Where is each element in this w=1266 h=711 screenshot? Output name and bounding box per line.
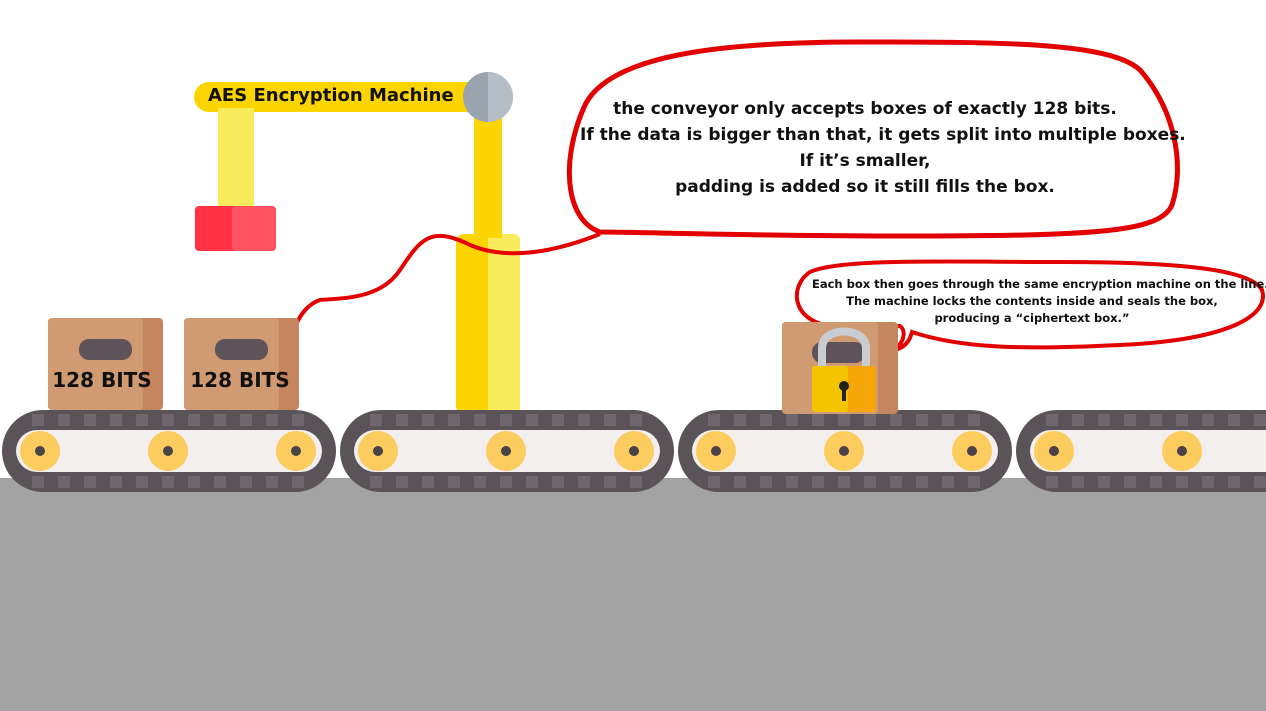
- box-label-1: 128 BITS: [52, 368, 152, 392]
- machine-label: AES Encryption Machine: [208, 85, 454, 106]
- callout-small-line-1: Each box then goes through the same encr…: [812, 277, 1266, 291]
- callout-main-line-1: the conveyor only accepts boxes of exact…: [613, 99, 1117, 119]
- floor: [0, 478, 1266, 711]
- arm-hanging-rod: [218, 108, 254, 210]
- callout-main-line-3: If it’s smaller,: [799, 151, 931, 171]
- box-handle-slot: [215, 339, 268, 360]
- callout-main-bubble: [566, 39, 1180, 239]
- box-handle-slot: [79, 339, 132, 360]
- conveyor-segment: [1016, 410, 1266, 492]
- conveyor-segment: [340, 410, 674, 492]
- data-box-1: [48, 318, 163, 410]
- callout-main-tail: [294, 232, 601, 326]
- ciphertext-box: [782, 322, 898, 414]
- callout-main-line-4: padding is added so it still fills the b…: [675, 177, 1055, 197]
- conveyor-segment: [678, 410, 1012, 492]
- callout-small-text: Each box then goes through the same encr…: [812, 276, 1266, 327]
- arm-horizontal-beam: [194, 82, 504, 112]
- callout-small-line-3: producing a “ciphertext box.”: [934, 311, 1130, 325]
- callout-small-bubble: [794, 259, 1265, 352]
- conveyor-segment: [2, 410, 336, 492]
- conveyor-line: [2, 410, 1266, 492]
- data-box-2: [184, 318, 299, 410]
- arm-vertical-post-highlight: [488, 234, 520, 414]
- padlock-icon: [812, 327, 876, 412]
- callout-main-line-2: If the data is bigger than that, it gets…: [580, 125, 1186, 145]
- box-label-2: 128 BITS: [190, 368, 290, 392]
- callout-small-line-2: The machine locks the contents inside an…: [846, 294, 1218, 308]
- robot-arm: [194, 72, 520, 414]
- callout-main-text: the conveyor only accepts boxes of exact…: [580, 96, 1186, 200]
